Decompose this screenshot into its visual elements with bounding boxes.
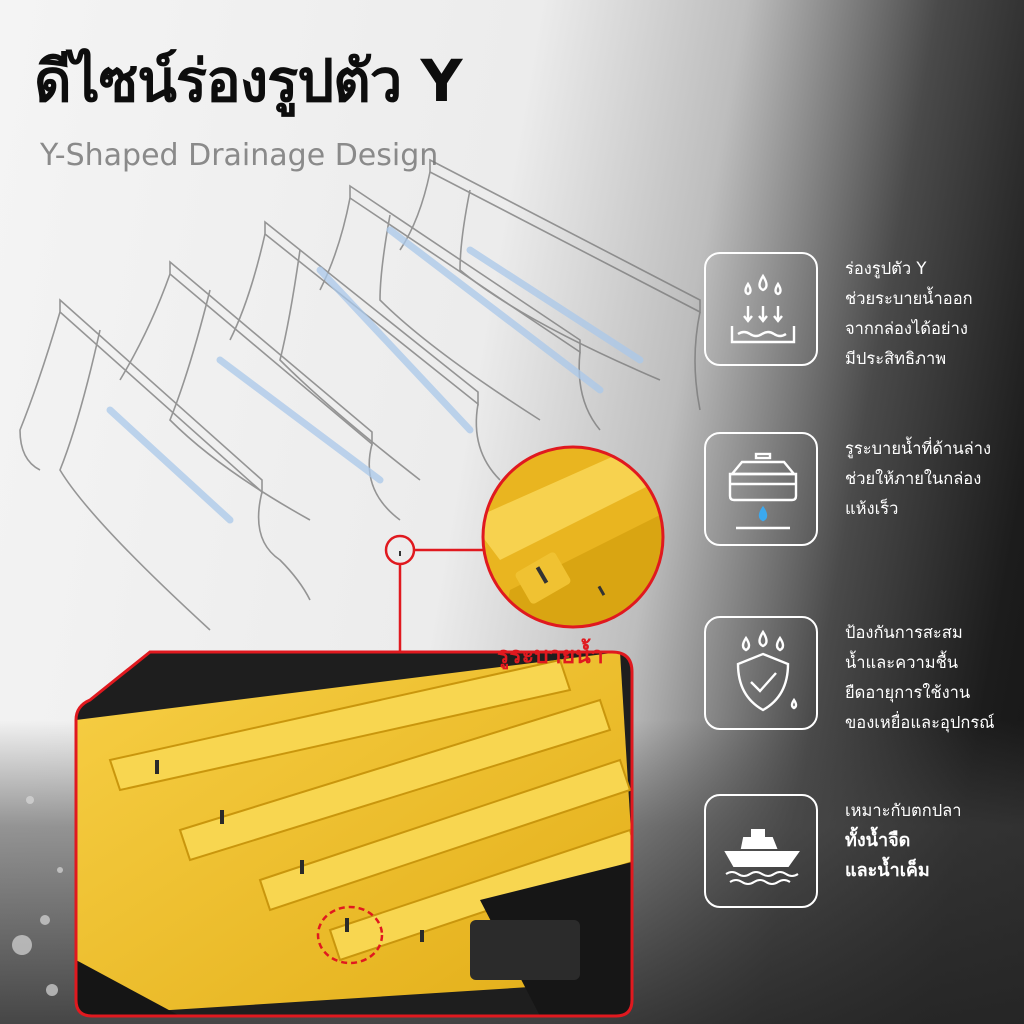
page-subtitle: Y-Shaped Drainage Design xyxy=(40,138,439,173)
rib-3 xyxy=(229,220,501,481)
water-droplets xyxy=(12,796,63,996)
feature-line: เหมาะกับตกปลา xyxy=(845,801,962,820)
feature-line: รูระบายน้ำที่ด้านล่าง xyxy=(845,439,992,458)
feature-line: แห้งเร็ว xyxy=(845,499,899,518)
tackle-box-photo xyxy=(74,650,634,1018)
feature-line: ยืดอายุการใช้งาน xyxy=(845,683,971,702)
transparent-rib-diagram xyxy=(19,158,701,631)
feature-line: มีประสิทธิภาพ xyxy=(845,349,947,368)
rib-4 xyxy=(319,184,601,431)
bottom-drain-box-icon xyxy=(728,452,798,530)
feature-icon-box xyxy=(704,616,818,730)
moisture-shield-icon xyxy=(736,629,798,712)
feature-line: น้ำและความชื้น xyxy=(845,653,959,672)
feature-line: ช่วยระบายน้ำออก xyxy=(845,289,973,308)
feature-line: จากกล่องได้อย่าง xyxy=(845,319,968,338)
feature-moisture-protection: ป้องกันการสะสม น้ำและความชื้น ยืดอายุการ… xyxy=(704,616,1014,736)
feature-line: ทั้งน้ำจืด xyxy=(845,830,911,851)
feature-icon-box xyxy=(704,252,818,366)
feature-fresh-salt-water: เหมาะกับตกปลา ทั้งน้ำจืด และน้ำเค็ม xyxy=(704,794,1014,914)
drain-hole-label: รูระบายน้ำ xyxy=(497,643,604,669)
boat-on-water-icon xyxy=(724,829,800,885)
page-title: ดีไซน์ร่องรูปตัว Y xyxy=(34,47,463,115)
feature-text: ป้องกันการสะสม น้ำและความชื้น ยืดอายุการ… xyxy=(845,618,1021,738)
feature-bottom-drain: รูระบายน้ำที่ด้านล่าง ช่วยให้ภายในกล่อง … xyxy=(704,432,1014,552)
feature-line: ป้องกันการสะสม xyxy=(845,623,963,642)
feature-icon-box xyxy=(704,432,818,546)
feature-line: และน้ำเค็ม xyxy=(845,860,930,881)
feature-icon-box xyxy=(704,794,818,908)
rib-2 xyxy=(119,260,401,521)
feature-text: รูระบายน้ำที่ด้านล่าง ช่วยให้ภายในกล่อง … xyxy=(845,434,1021,524)
water-flow-arrows xyxy=(106,226,644,524)
water-drainage-icon xyxy=(730,273,796,344)
feature-line: ร่องรูปตัว Y xyxy=(845,259,927,278)
feature-line: ช่วยให้ภายในกล่อง xyxy=(845,469,982,488)
rib-5 xyxy=(399,158,701,411)
feature-line: ของเหยื่อและอุปกรณ์ xyxy=(845,713,995,732)
drain-hole-highlight xyxy=(316,905,384,965)
feature-y-drainage: ร่องรูปตัว Y ช่วยระบายน้ำออก จากกล่องได้… xyxy=(704,252,1014,372)
magnified-drain-view xyxy=(481,445,665,629)
feature-text: ร่องรูปตัว Y ช่วยระบายน้ำออก จากกล่องได้… xyxy=(845,254,1021,374)
drain-callout-marker xyxy=(384,534,416,566)
feature-text: เหมาะกับตกปลา ทั้งน้ำจืด และน้ำเค็ม xyxy=(845,796,1021,886)
